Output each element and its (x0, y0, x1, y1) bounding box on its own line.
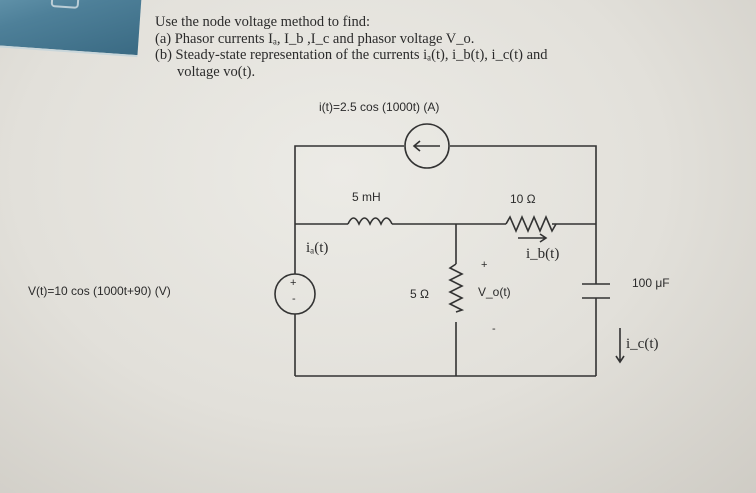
voltage-source-plus: + (290, 277, 297, 289)
ib-label: i_b(t) (526, 246, 560, 262)
voltage-source (274, 273, 316, 315)
inductor (347, 217, 393, 226)
top-wire (294, 145, 597, 224)
problem-line-2: (a) Phasor currents Iₐ, I_b ,I_c and pha… (155, 30, 475, 47)
ia-label: iₐ(t) (306, 240, 329, 256)
problem-statement: Use the node voltage method to find:(a) … (155, 14, 548, 80)
problem-line-4: voltage vo(t). (177, 63, 256, 80)
resistor-5-label: 5 Ω (410, 287, 429, 301)
vo-minus: - (492, 323, 496, 335)
problem-line-1: Use the node voltage method to find: (155, 14, 371, 30)
resistor-10 (505, 214, 557, 234)
current-source-label: i(t)=2.5 cos (1000t) (A) (319, 100, 440, 114)
resistor-10-label: 10 Ω (510, 192, 536, 206)
voltage-source-label: V(t)=10 cos (1000t+90) (V) (28, 284, 171, 298)
current-source (404, 123, 450, 169)
capacitor-label: 100 μF (632, 276, 670, 290)
problem-line-3: (b) Steady-state representation of the c… (155, 47, 548, 63)
inductor-label: 5 mH (352, 190, 381, 204)
ib-arrow (518, 233, 548, 243)
ic-arrow (615, 328, 625, 364)
current-source-arrow (412, 140, 440, 152)
vo-label: V_o(t) (478, 285, 511, 299)
voltage-source-minus: - (292, 293, 296, 305)
vo-plus: + (481, 259, 488, 271)
ic-label: i_c(t) (626, 336, 659, 352)
resistor-5 (448, 263, 465, 313)
